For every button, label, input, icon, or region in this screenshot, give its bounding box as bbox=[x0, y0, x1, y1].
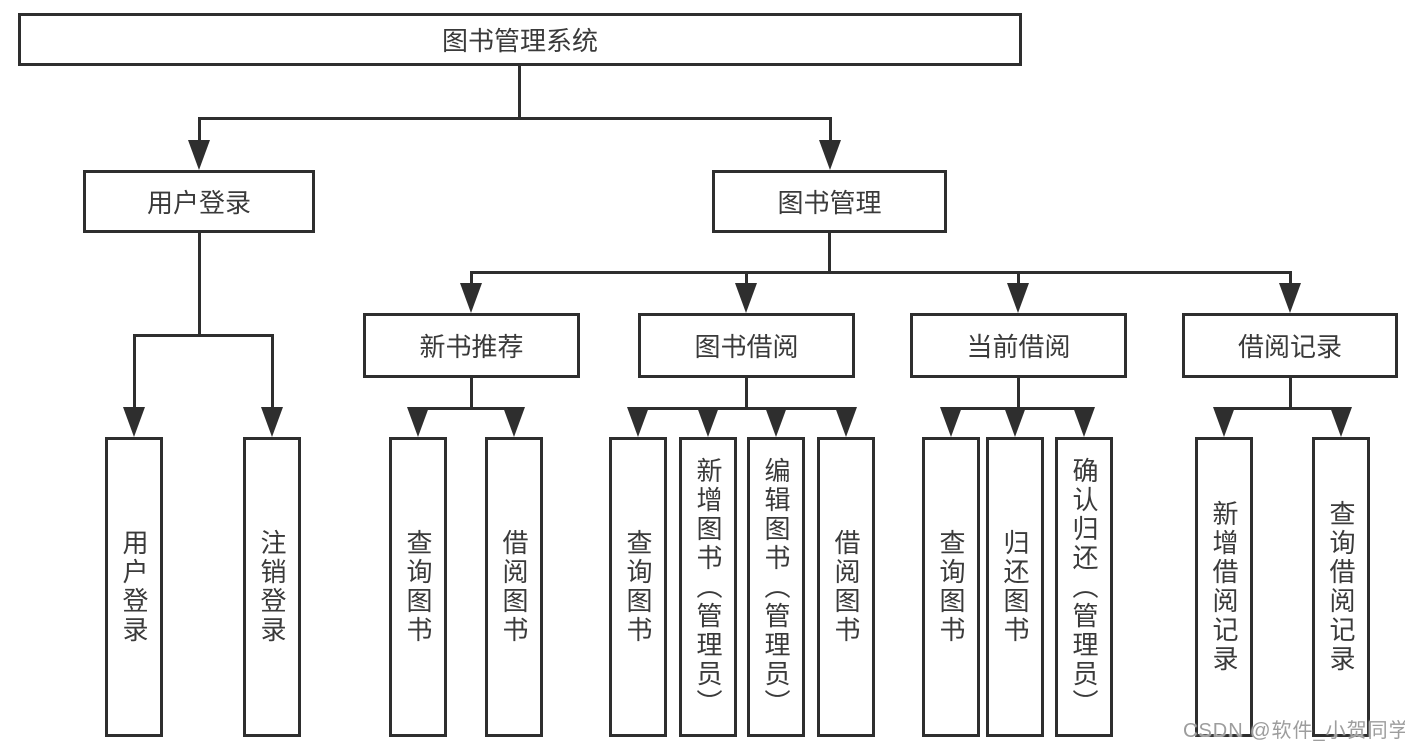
arrowhead-edit-books-admin bbox=[765, 407, 787, 437]
connector-borrowing-records-rail bbox=[1223, 407, 1343, 410]
leaf-add-borrow-record: 新增借阅记录 bbox=[1195, 437, 1253, 737]
arrowhead-query-books-recommend bbox=[407, 407, 429, 437]
leaf-query-books-recommend: 查询图书 bbox=[389, 437, 447, 737]
arrowhead-borrow-books-recommend bbox=[503, 407, 525, 437]
arrowhead-current-borrowing bbox=[1007, 283, 1029, 313]
connector-new-book-rail bbox=[417, 407, 516, 410]
arrowhead-borrowing-records bbox=[1279, 283, 1301, 313]
arrowhead-query-borrow-record bbox=[1330, 407, 1352, 437]
connector-new-book-stem bbox=[470, 378, 473, 410]
connector-book-borrowing-stem bbox=[745, 378, 748, 410]
arrowhead-add-books-admin bbox=[697, 407, 719, 437]
leaf-confirm-return-admin: 确认归还（管理员） bbox=[1055, 437, 1113, 737]
leaf-user-login: 用户登录 bbox=[105, 437, 163, 737]
arrowhead-confirm-return-admin bbox=[1073, 407, 1095, 437]
connector-book-mgmt-rail bbox=[470, 271, 1291, 274]
connector-book-mgmt-stem bbox=[828, 232, 831, 273]
connector-drop-borrowing-records bbox=[1289, 271, 1292, 285]
connector-drop-book-borrowing bbox=[745, 271, 748, 285]
arrowhead-query-books-current bbox=[940, 407, 962, 437]
node-book-borrowing: 图书借阅 bbox=[638, 313, 855, 378]
arrowhead-query-books-borrowing bbox=[627, 407, 649, 437]
connector-root-rail bbox=[198, 117, 831, 120]
connector-drop-leaf-logout bbox=[271, 334, 274, 408]
leaf-edit-books-admin: 编辑图书（管理员） bbox=[747, 437, 805, 737]
leaf-query-books-current: 查询图书 bbox=[922, 437, 980, 737]
arrowhead-book-borrowing bbox=[735, 283, 757, 313]
node-new-book-recommendation: 新书推荐 bbox=[363, 313, 580, 378]
connector-drop-leaf-user-login bbox=[133, 334, 136, 408]
node-current-borrowing: 当前借阅 bbox=[910, 313, 1127, 378]
connector-drop-current-borrowing bbox=[1017, 271, 1020, 285]
connector-borrowing-records-stem bbox=[1289, 378, 1292, 410]
connector-drop-book-management bbox=[829, 117, 832, 142]
connector-current-borrowing-stem bbox=[1017, 378, 1020, 410]
node-user-login: 用户登录 bbox=[83, 170, 315, 233]
connector-root-stem bbox=[518, 65, 521, 118]
leaf-borrow-books-borrowing: 借阅图书 bbox=[817, 437, 875, 737]
node-borrowing-records: 借阅记录 bbox=[1182, 313, 1398, 378]
csdn-watermark: CSDN @软件_小贺同学 bbox=[1183, 720, 1405, 742]
arrowhead-borrow-books-borrowing bbox=[835, 407, 857, 437]
leaf-return-books: 归还图书 bbox=[986, 437, 1044, 737]
arrowhead-user-login bbox=[188, 140, 210, 170]
connector-user-login-stem bbox=[198, 233, 201, 335]
arrowhead-new-book bbox=[460, 283, 482, 313]
node-library-management-system: 图书管理系统 bbox=[18, 13, 1022, 66]
node-book-management: 图书管理 bbox=[712, 170, 947, 233]
connector-user-login-rail bbox=[133, 334, 274, 337]
leaf-borrow-books-recommend: 借阅图书 bbox=[485, 437, 543, 737]
leaf-query-borrow-record: 查询借阅记录 bbox=[1312, 437, 1370, 737]
arrowhead-leaf-logout bbox=[261, 407, 283, 437]
leaf-query-books-borrowing: 查询图书 bbox=[609, 437, 667, 737]
arrowhead-book-management bbox=[819, 140, 841, 170]
arrowhead-return-books bbox=[1004, 407, 1026, 437]
connector-book-borrowing-rail bbox=[637, 407, 848, 410]
arrowhead-add-borrow-record bbox=[1213, 407, 1235, 437]
leaf-add-books-admin: 新增图书（管理员） bbox=[679, 437, 737, 737]
arrowhead-leaf-user-login bbox=[123, 407, 145, 437]
connector-drop-new-book bbox=[470, 271, 473, 285]
connector-drop-user-login bbox=[198, 117, 201, 142]
leaf-logout: 注销登录 bbox=[243, 437, 301, 737]
